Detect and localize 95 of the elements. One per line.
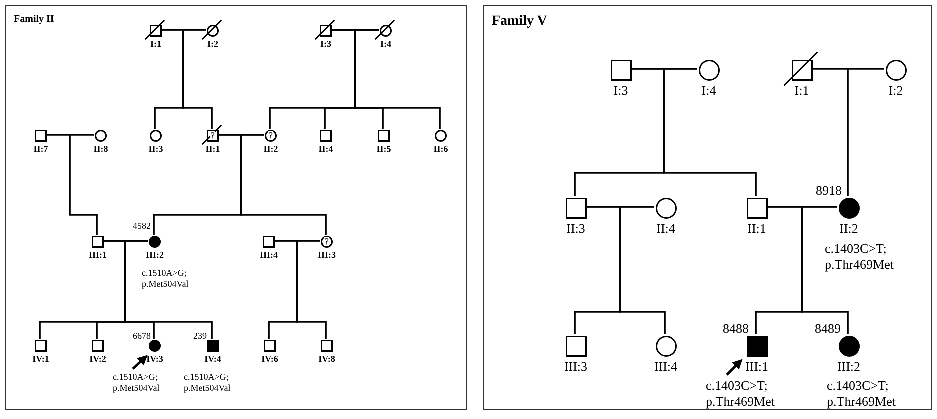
individual-id: IV:6 (260, 354, 280, 365)
individual-id: III:1 (88, 250, 108, 261)
descent-line (124, 240, 213, 339)
variant-annotation: c.1403C>T; p.Thr469Met (706, 378, 776, 410)
sample-number: 8488 (722, 321, 749, 337)
male-square (792, 60, 812, 80)
female-circle (435, 130, 447, 142)
male-square (321, 340, 333, 352)
individual-id: III:4 (258, 250, 279, 261)
variant-annotation: c.1403C>T; p.Thr469Met (825, 241, 895, 272)
female-circle (265, 130, 277, 142)
affected-female-circle (838, 336, 860, 356)
individual-id: II:1 (746, 220, 768, 236)
uncertain-status-mark: ? (268, 132, 274, 140)
female-circle (656, 336, 676, 356)
individual-id: II:8 (92, 144, 110, 155)
descent-line (182, 29, 213, 129)
female-circle (150, 130, 162, 142)
female-circle (698, 60, 720, 80)
individual-id: II:7 (32, 144, 50, 155)
individual-id: IV:8 (318, 354, 336, 365)
variant-annotation: c.1510A>G; p.Met504Val (184, 372, 232, 394)
individual-id: II:2 (838, 220, 860, 236)
individual-id: II:3 (148, 144, 164, 155)
individual-id: II:6 (432, 144, 450, 155)
individual-id: III:4 (653, 358, 679, 374)
sample-number: 239 (192, 331, 207, 342)
pedigree-panel (483, 5, 932, 410)
descent-line (240, 134, 327, 235)
descent-line (354, 29, 441, 129)
sample-number: 6678 (132, 331, 151, 342)
individual-id: II:4 (656, 220, 676, 236)
panel-title: Family V (492, 14, 548, 30)
female-circle (95, 130, 107, 142)
descent-line (619, 206, 666, 334)
individual-id: III:1 (744, 358, 770, 374)
individual-id: III:2 (144, 250, 165, 261)
male-square (263, 236, 275, 248)
affected-male-square (746, 336, 768, 356)
individual-id: I:2 (888, 82, 904, 98)
male-square (92, 340, 104, 352)
male-square (746, 198, 768, 218)
male-square (92, 236, 104, 248)
individual-id: IV:1 (32, 354, 50, 365)
individual-id: IV:3 (146, 354, 164, 365)
affected-male-square (207, 340, 219, 352)
female-circle (321, 236, 333, 248)
male-square (207, 130, 219, 142)
male-square (35, 130, 47, 142)
individual-id: III:2 (836, 358, 862, 374)
proband-arrow (132, 355, 148, 370)
male-square (264, 340, 276, 352)
individual-id: II:5 (376, 144, 392, 155)
individual-id: I:2 (206, 39, 220, 50)
individual-id: I:3 (612, 82, 630, 98)
descent-line (847, 68, 884, 196)
sample-number: 8489 (814, 321, 841, 337)
individual-id: IV:2 (88, 354, 108, 365)
affected-female-circle (838, 198, 860, 218)
panel-title: Family II (14, 14, 54, 25)
individual-id: I:1 (794, 82, 810, 98)
descent-line (663, 68, 757, 196)
affected-female-circle (149, 340, 161, 352)
uncertain-status-mark: ? (210, 132, 216, 140)
sample-number: 4582 (132, 221, 151, 232)
male-square (378, 130, 390, 142)
pedigree-panel (5, 5, 467, 410)
individual-id: I:4 (700, 82, 718, 98)
individual-id: II:3 (566, 220, 586, 236)
descent-line (801, 206, 849, 334)
descent-line (296, 240, 327, 339)
female-circle (886, 60, 906, 80)
female-circle (656, 198, 676, 218)
male-square (320, 130, 332, 142)
individual-id: II:1 (204, 144, 222, 155)
individual-id: IV:4 (204, 354, 222, 365)
individual-id: III:3 (563, 358, 589, 374)
sample-number: 8918 (815, 183, 842, 199)
variant-annotation: c.1403C>T; p.Thr469Met (827, 378, 897, 410)
individual-id: I:3 (320, 39, 332, 50)
individual-id: II:2 (262, 144, 280, 155)
male-square (610, 60, 632, 80)
individual-id: I:1 (150, 39, 162, 50)
uncertain-status-mark: ? (324, 238, 330, 246)
individual-id: I:4 (380, 39, 392, 50)
affected-female-circle (149, 236, 161, 248)
proband-arrow (726, 359, 743, 376)
male-square (566, 198, 586, 218)
individual-id: II:4 (318, 144, 334, 155)
variant-annotation: c.1510A>G; p.Met504Val (142, 268, 190, 290)
individual-id: III:3 (316, 250, 337, 261)
male-square (35, 340, 47, 352)
male-square (566, 336, 586, 356)
variant-annotation: c.1510A>G; p.Met504Val (113, 372, 161, 394)
descent-line (69, 134, 98, 235)
